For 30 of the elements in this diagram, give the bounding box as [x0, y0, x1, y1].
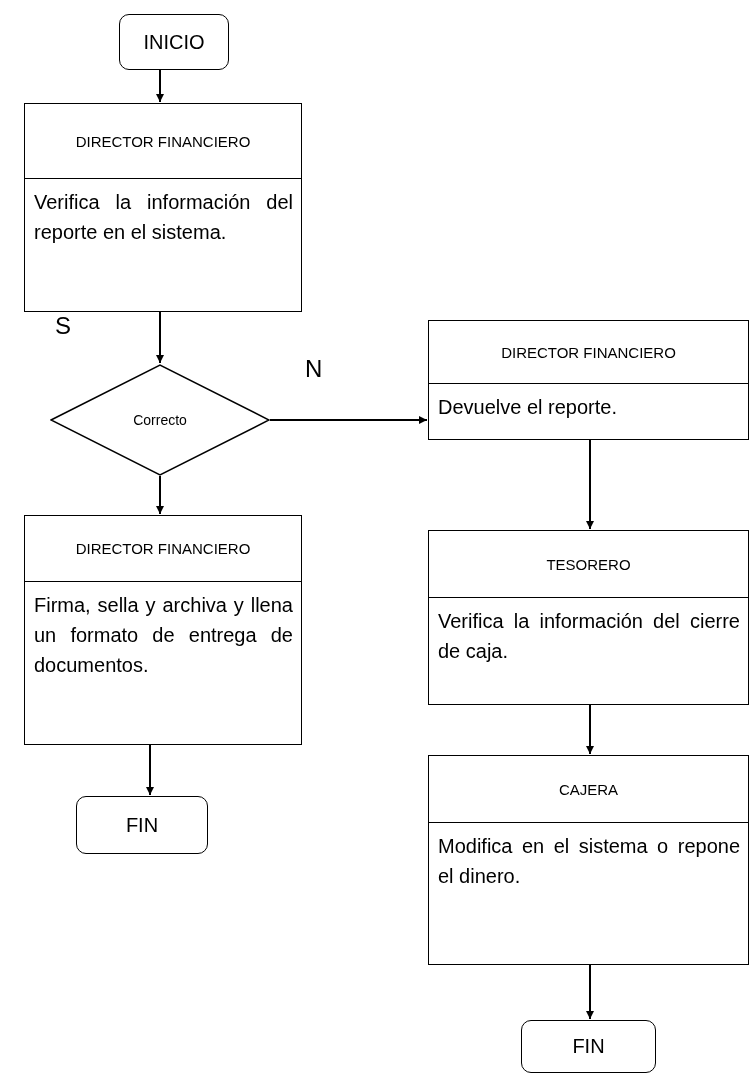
arrow: [156, 69, 164, 103]
process-text: Devuelve el reporte.: [437, 395, 618, 420]
process-text: Firma, sella y archiva y llena un formato de entrega de documentos.: [33, 593, 294, 678]
terminal-box: FIN: [76, 796, 208, 854]
decision-text: Correcto: [133, 412, 187, 428]
process-box: [24, 515, 302, 745]
role-heading: DIRECTOR FINANCIERO: [75, 132, 251, 150]
terminal-box: FIN: [521, 1020, 656, 1073]
process-text: Verifica la información del reporte en el sistema.: [33, 190, 294, 245]
process-box: [428, 320, 749, 440]
arrow: [156, 311, 164, 364]
role-heading: DIRECTOR FINANCIERO: [75, 540, 251, 557]
arrow: [146, 744, 154, 796]
arrow: [586, 964, 594, 1020]
arrow: [586, 439, 594, 530]
role-heading: CAJERA: [558, 780, 619, 798]
process-box: [24, 103, 302, 312]
arrow: [586, 704, 594, 755]
arrow: [269, 416, 428, 424]
process-box: [428, 755, 749, 965]
process-box: [428, 530, 749, 705]
branch-label: S: [55, 312, 71, 340]
role-heading: TESORERO: [546, 555, 631, 573]
process-text: Verifica la información del cierre de caja.: [437, 609, 741, 664]
arrow: [156, 475, 164, 515]
terminal-box: INICIO: [119, 14, 229, 70]
role-heading: DIRECTOR FINANCIERO: [501, 343, 676, 361]
branch-label: N: [305, 355, 323, 383]
decision-diamond: [50, 364, 270, 476]
process-text: Modifica en el sistema o repone el dinero.: [437, 834, 741, 889]
